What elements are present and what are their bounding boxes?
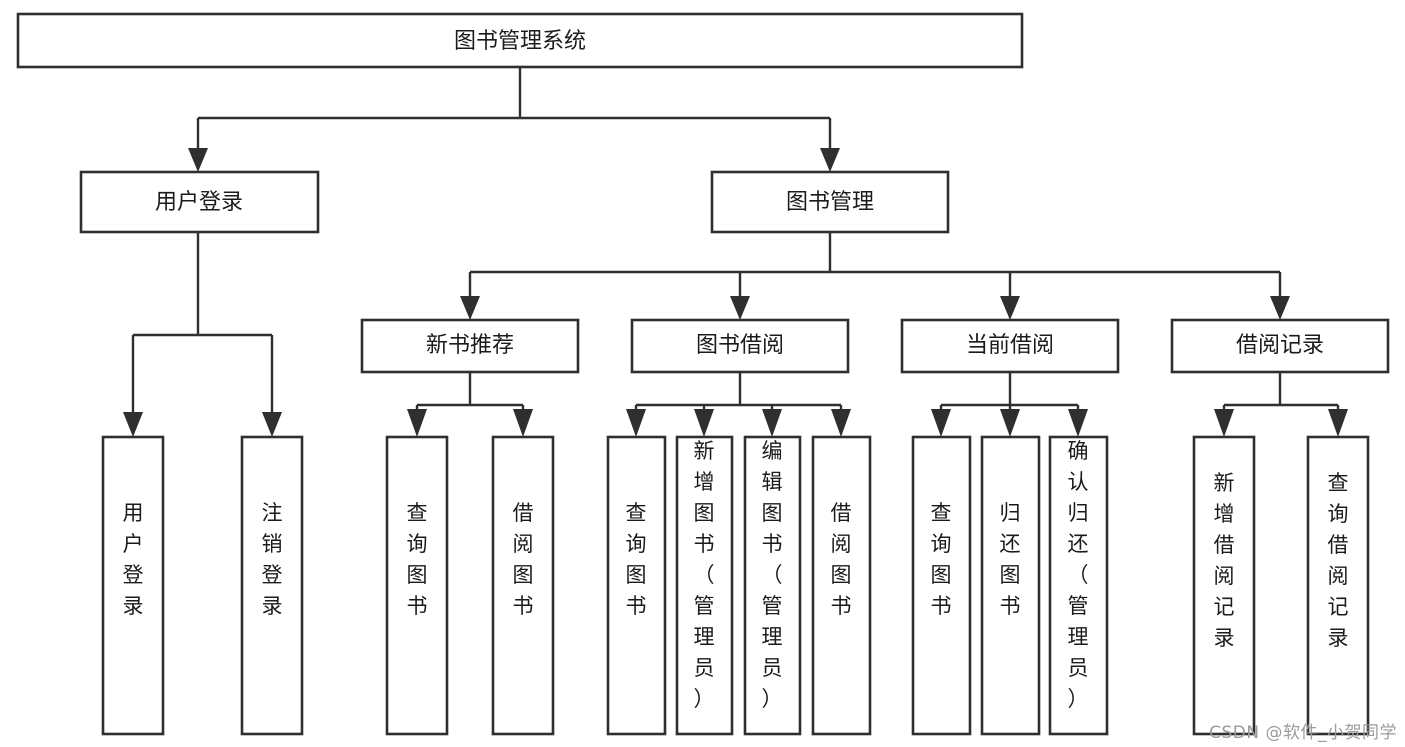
- arrow-borrow-leaf1-icon: [626, 409, 646, 437]
- node-leaf-add-book-box[interactable]: [675, 435, 734, 736]
- node-root[interactable]: 图书管理系统: [16, 12, 1024, 69]
- node-new-book-rec-box[interactable]: [360, 318, 580, 374]
- node-book-manage-label: 图书管理: [786, 190, 874, 215]
- node-leaf-borrow-book-a[interactable]: 借阅图书: [491, 435, 555, 736]
- node-leaf-add-record-label: 新增借阅记录: [1214, 471, 1235, 650]
- arrow-borrow-leaf3-icon: [762, 409, 782, 437]
- node-leaf-confirm-return-label: 确认归还（管理员）: [1068, 439, 1089, 711]
- arrow-newbook-leaf2-icon: [513, 409, 533, 437]
- arrow-user-login-leaf1-icon: [123, 412, 143, 437]
- node-leaf-query-book-a-box[interactable]: [385, 435, 449, 736]
- node-current-borrow-label: 当前借阅: [966, 333, 1054, 358]
- node-book-borrow[interactable]: 图书借阅: [630, 318, 850, 374]
- node-leaf-query-book-c-label: 查询图书: [931, 501, 952, 618]
- node-book-borrow-box[interactable]: [630, 318, 850, 374]
- node-leaf-user-login[interactable]: 用户登录: [101, 435, 165, 736]
- arrow-bm-borrow-icon: [730, 296, 750, 320]
- node-root-box[interactable]: [16, 12, 1024, 69]
- node-leaf-borrow-book-a-box[interactable]: [491, 435, 555, 736]
- node-leaf-query-book-c-box[interactable]: [911, 435, 972, 736]
- node-leaf-logout-login[interactable]: 注销登录: [240, 435, 304, 736]
- node-leaf-add-book-label: 新增图书（管理员）: [694, 439, 715, 711]
- node-leaf-add-record-box[interactable]: [1192, 435, 1256, 736]
- arrow-record-leaf1-icon: [1214, 409, 1234, 437]
- arrow-current-leaf3-icon: [1068, 409, 1088, 437]
- node-leaf-user-login-box[interactable]: [101, 435, 165, 736]
- node-leaf-confirm-return-box[interactable]: [1048, 435, 1109, 736]
- node-user-login-box[interactable]: [79, 170, 320, 234]
- arrow-root-to-user-login-icon: [188, 148, 208, 172]
- node-leaf-query-book-a-label: 查询图书: [407, 501, 428, 618]
- node-user-login-label: 用户登录: [155, 190, 243, 215]
- node-borrow-record-label: 借阅记录: [1236, 333, 1324, 358]
- node-book-borrow-label: 图书借阅: [696, 333, 784, 358]
- edge-layer: [123, 67, 1348, 437]
- arrow-user-login-leaf2-icon: [262, 412, 282, 437]
- node-leaf-borrow-book-b-label: 借阅图书: [831, 501, 852, 618]
- node-leaf-user-login-label: 用户登录: [123, 501, 144, 618]
- arrow-bm-record-icon: [1270, 296, 1290, 320]
- node-leaf-add-record[interactable]: 新增借阅记录: [1192, 435, 1256, 736]
- node-leaf-add-book[interactable]: 新增图书（管理员）: [675, 435, 734, 736]
- node-leaf-query-record-box[interactable]: [1306, 435, 1370, 736]
- node-current-borrow-box[interactable]: [900, 318, 1120, 374]
- node-leaf-edit-book-box[interactable]: [743, 435, 802, 736]
- node-borrow-record-box[interactable]: [1170, 318, 1390, 374]
- node-new-book-rec-label: 新书推荐: [426, 333, 514, 358]
- node-leaf-query-book-b-label: 查询图书: [626, 501, 647, 618]
- arrow-newbook-leaf1-icon: [407, 409, 427, 437]
- node-leaf-edit-book[interactable]: 编辑图书（管理员）: [743, 435, 802, 736]
- node-leaf-query-book-c[interactable]: 查询图书: [911, 435, 972, 736]
- node-current-borrow[interactable]: 当前借阅: [900, 318, 1120, 374]
- node-leaf-logout-login-label: 注销登录: [262, 501, 283, 618]
- node-new-book-rec[interactable]: 新书推荐: [360, 318, 580, 374]
- node-leaf-borrow-book-b-box[interactable]: [811, 435, 872, 736]
- node-book-manage[interactable]: 图书管理: [710, 170, 950, 234]
- node-leaf-query-book-b[interactable]: 查询图书: [606, 435, 667, 736]
- arrow-borrow-leaf2-icon: [694, 409, 714, 437]
- node-user-login[interactable]: 用户登录: [79, 170, 320, 234]
- node-leaf-query-record-label: 查询借阅记录: [1328, 471, 1349, 650]
- node-leaf-return-book[interactable]: 归还图书: [980, 435, 1041, 736]
- node-leaf-query-book-b-box[interactable]: [606, 435, 667, 736]
- arrow-borrow-leaf4-icon: [831, 409, 851, 437]
- node-leaf-edit-book-label: 编辑图书（管理员）: [762, 439, 783, 711]
- arrow-current-leaf2-icon: [1000, 409, 1020, 437]
- arrow-bm-current-icon: [1000, 296, 1020, 320]
- csdn-watermark: CSDN @软件_小贺同学: [1209, 723, 1397, 743]
- node-root-label: 图书管理系统: [454, 29, 586, 54]
- node-leaf-return-book-label: 归还图书: [1000, 501, 1021, 618]
- node-book-manage-box[interactable]: [710, 170, 950, 234]
- arrow-bm-newbook-icon: [460, 296, 480, 320]
- arrow-record-leaf2-icon: [1328, 409, 1348, 437]
- node-leaf-borrow-book-a-label: 借阅图书: [513, 501, 534, 618]
- node-leaf-return-book-box[interactable]: [980, 435, 1041, 736]
- node-leaf-confirm-return[interactable]: 确认归还（管理员）: [1048, 435, 1109, 736]
- node-leaf-query-book-a[interactable]: 查询图书: [385, 435, 449, 736]
- arrow-root-to-book-manage-icon: [820, 148, 840, 172]
- node-leaf-borrow-book-b[interactable]: 借阅图书: [811, 435, 872, 736]
- node-leaf-query-record[interactable]: 查询借阅记录: [1306, 435, 1370, 736]
- node-leaf-logout-login-box[interactable]: [240, 435, 304, 736]
- node-borrow-record[interactable]: 借阅记录: [1170, 318, 1390, 374]
- arrow-current-leaf1-icon: [931, 409, 951, 437]
